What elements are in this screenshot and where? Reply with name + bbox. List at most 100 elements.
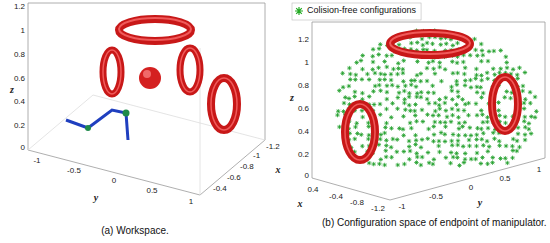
configuration-point — [479, 127, 483, 131]
configuration-point — [445, 115, 449, 119]
configuration-point — [353, 77, 357, 81]
configuration-point — [503, 115, 507, 119]
configuration-point — [390, 83, 394, 87]
configuration-point — [505, 161, 509, 165]
configuration-point — [408, 108, 412, 112]
configuration-point — [480, 155, 484, 159]
configuration-point — [499, 67, 503, 71]
configuration-point — [431, 59, 435, 63]
configuration-point — [481, 143, 485, 147]
configuration-point — [449, 85, 453, 89]
configuration-point — [343, 95, 347, 99]
configuration-point — [479, 78, 483, 82]
box-b — [312, 22, 545, 200]
configuration-point — [496, 108, 500, 112]
configuration-point — [401, 67, 405, 71]
configuration-point — [396, 163, 400, 167]
configuration-point — [370, 54, 374, 58]
configuration-point — [376, 66, 380, 70]
tick-label: -1.2 — [371, 205, 385, 213]
configuration-point — [533, 115, 537, 119]
configuration-point — [360, 53, 364, 57]
configuration-point — [460, 97, 464, 101]
configuration-point — [431, 162, 435, 166]
configuration-point — [496, 100, 500, 104]
configuration-point — [455, 61, 459, 65]
configuration-point — [420, 37, 424, 41]
configuration-point — [450, 89, 454, 93]
configuration-point — [439, 130, 443, 134]
configuration-point — [443, 101, 447, 105]
configuration-point — [402, 162, 406, 166]
configuration-point — [341, 85, 345, 89]
configuration-point — [360, 144, 364, 148]
configuration-point — [385, 97, 389, 101]
configuration-point — [383, 77, 387, 81]
configuration-point — [510, 156, 514, 160]
configuration-point — [523, 97, 527, 101]
configuration-point — [396, 61, 400, 65]
configuration-point — [373, 71, 377, 75]
configuration-point — [438, 120, 442, 124]
axis-name: x — [276, 165, 281, 175]
configuration-point — [480, 137, 484, 141]
configuration-point — [479, 59, 483, 63]
tick-label: 0.6 — [298, 105, 309, 113]
configuration-point — [534, 109, 538, 113]
configuration-point — [523, 138, 527, 142]
configuration-point — [415, 91, 419, 95]
configuration-point — [430, 42, 434, 46]
configuration-point — [511, 67, 515, 71]
configuration-point — [407, 139, 411, 143]
configuration-point — [486, 76, 490, 80]
configuration-point — [430, 84, 434, 88]
configuration-point — [468, 78, 472, 82]
tick-label: 1 — [305, 59, 309, 67]
configuration-point — [504, 144, 508, 148]
configuration-point — [463, 102, 467, 106]
configuration-point — [384, 148, 388, 152]
configuration-point — [486, 126, 490, 130]
tick-label: -0.4 — [213, 185, 227, 193]
configuration-point — [419, 95, 423, 99]
configuration-point — [479, 95, 483, 99]
configuration-point — [463, 78, 467, 82]
configuration-point — [457, 163, 461, 167]
configuration-point — [463, 66, 467, 70]
configuration-point — [372, 102, 376, 106]
configuration-point — [413, 133, 417, 137]
configuration-point — [382, 59, 386, 63]
configuration-point — [451, 132, 455, 136]
configuration-point — [391, 137, 395, 141]
configuration-point — [443, 120, 447, 124]
configuration-point — [420, 108, 424, 112]
configuration-point — [485, 120, 489, 124]
configuration-point — [463, 120, 467, 124]
configuration-point — [432, 132, 436, 136]
configuration-point — [401, 127, 405, 131]
configuration-point — [384, 121, 388, 125]
configuration-point — [448, 161, 452, 165]
configuration-point — [491, 130, 495, 134]
configuration-point — [503, 121, 507, 125]
configuration-point — [490, 160, 494, 164]
configuration-point — [431, 139, 435, 143]
configuration-point — [479, 161, 483, 165]
tick-label: -0.4 — [329, 193, 343, 201]
configuration-point — [353, 90, 357, 94]
configuration-point — [342, 101, 346, 105]
tick-label: -1 — [398, 203, 405, 211]
configuration-point — [433, 120, 437, 124]
configuration-point — [439, 79, 443, 83]
configuration-point — [371, 89, 375, 93]
configuration-point — [467, 138, 471, 142]
axis-name: y — [94, 193, 98, 203]
tick-label: -1 — [33, 157, 40, 165]
configuration-point — [522, 101, 526, 105]
configuration-point — [450, 113, 454, 117]
configuration-point — [421, 119, 425, 123]
configuration-point — [510, 144, 514, 148]
configuration-point — [521, 89, 525, 93]
tick-label: -0.8 — [240, 163, 254, 171]
